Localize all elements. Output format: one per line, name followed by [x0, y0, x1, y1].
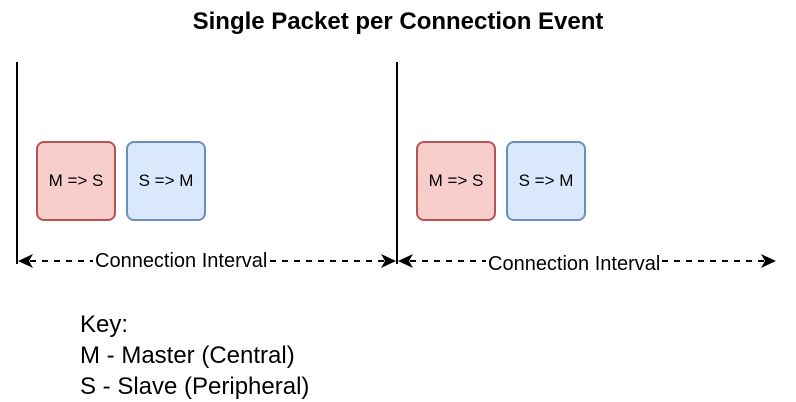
interval-arrow-2 [398, 254, 776, 268]
interval-label-1: Connection Interval [93, 249, 270, 273]
key-entry-master: M - Master (Central) [80, 342, 295, 369]
packet-label: M => S [428, 171, 484, 190]
key-entry-slave: S - Slave (Peripheral) [80, 373, 310, 400]
packet-label: S => M [138, 171, 194, 190]
diagram-title: Single Packet per Connection Event [192, 8, 604, 35]
key-heading: Key: [80, 311, 129, 338]
packet-label: M => S [48, 171, 104, 190]
interval-arrow-1 [18, 254, 396, 268]
key-legend: Key: M - Master (Central) S - Slave (Per… [80, 309, 309, 402]
interval-label-2: Connection Interval [486, 252, 663, 276]
packet-slave-to-master-2: S => M [506, 141, 586, 221]
connection-event-boundary-1 [16, 62, 18, 264]
packet-label: S => M [518, 171, 574, 190]
packet-master-to-slave-1: M => S [36, 141, 116, 221]
packet-slave-to-master-1: S => M [126, 141, 206, 221]
packet-master-to-slave-2: M => S [416, 141, 496, 221]
connection-event-boundary-2 [396, 62, 398, 264]
